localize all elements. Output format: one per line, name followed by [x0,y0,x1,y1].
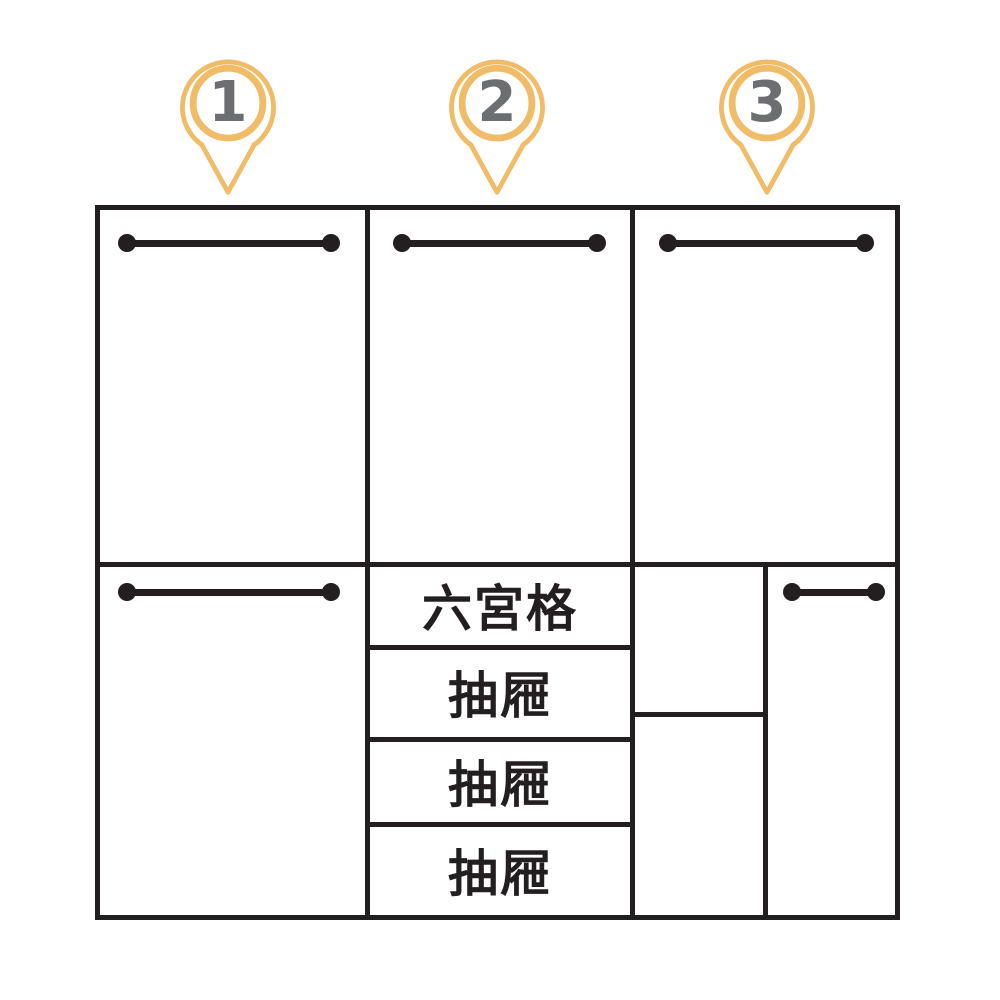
drawer-3-label: 抽屜 [448,845,552,903]
rod-bar [797,588,871,596]
hanging-rod-icon-top-right [659,234,874,252]
pin-number-1: 1 [208,70,248,135]
hanging-rod-icon-bottom-left [118,583,340,601]
rod-end-dot [322,583,340,601]
hanging-rod-icon-bottom-right [783,583,885,601]
rod-end-dot [393,234,411,252]
hanging-rod-icon-top-left [118,234,340,252]
pin-marker-3: 3 [708,45,826,200]
divider-drawer-1-bottom [365,737,635,742]
rod-bar [673,239,860,247]
rod-end-dot [118,234,136,252]
pin-marker-2: 2 [438,45,556,200]
divider-drawer-2-bottom [365,822,635,827]
drawer-1-label: 抽屜 [448,667,552,725]
rod-bar [132,239,326,247]
rod-end-dot [588,234,606,252]
pin-number-3: 3 [747,70,787,135]
divider-right-column [763,562,768,920]
rod-end-dot [783,583,801,601]
rod-end-dot [322,234,340,252]
location-pin-icon [719,59,815,195]
rod-bar [407,239,592,247]
rod-end-dot [867,583,885,601]
location-pin-icon [180,59,276,195]
pin-number-2: 2 [477,70,517,135]
rod-end-dot [118,583,136,601]
rod-bar [132,588,326,596]
rod-end-dot [856,234,874,252]
location-pin-icon [449,59,545,195]
pin-marker-1: 1 [169,45,287,200]
divider-six-grid-bottom [365,645,635,650]
hanging-rod-icon-top-middle [393,234,606,252]
drawer-2-label: 抽屜 [448,755,552,814]
rod-end-dot [659,234,677,252]
divider-horizontal-middle [95,562,900,567]
six-grid-cell-label: 六宮格 [422,579,578,638]
divider-right-cell [630,712,768,717]
